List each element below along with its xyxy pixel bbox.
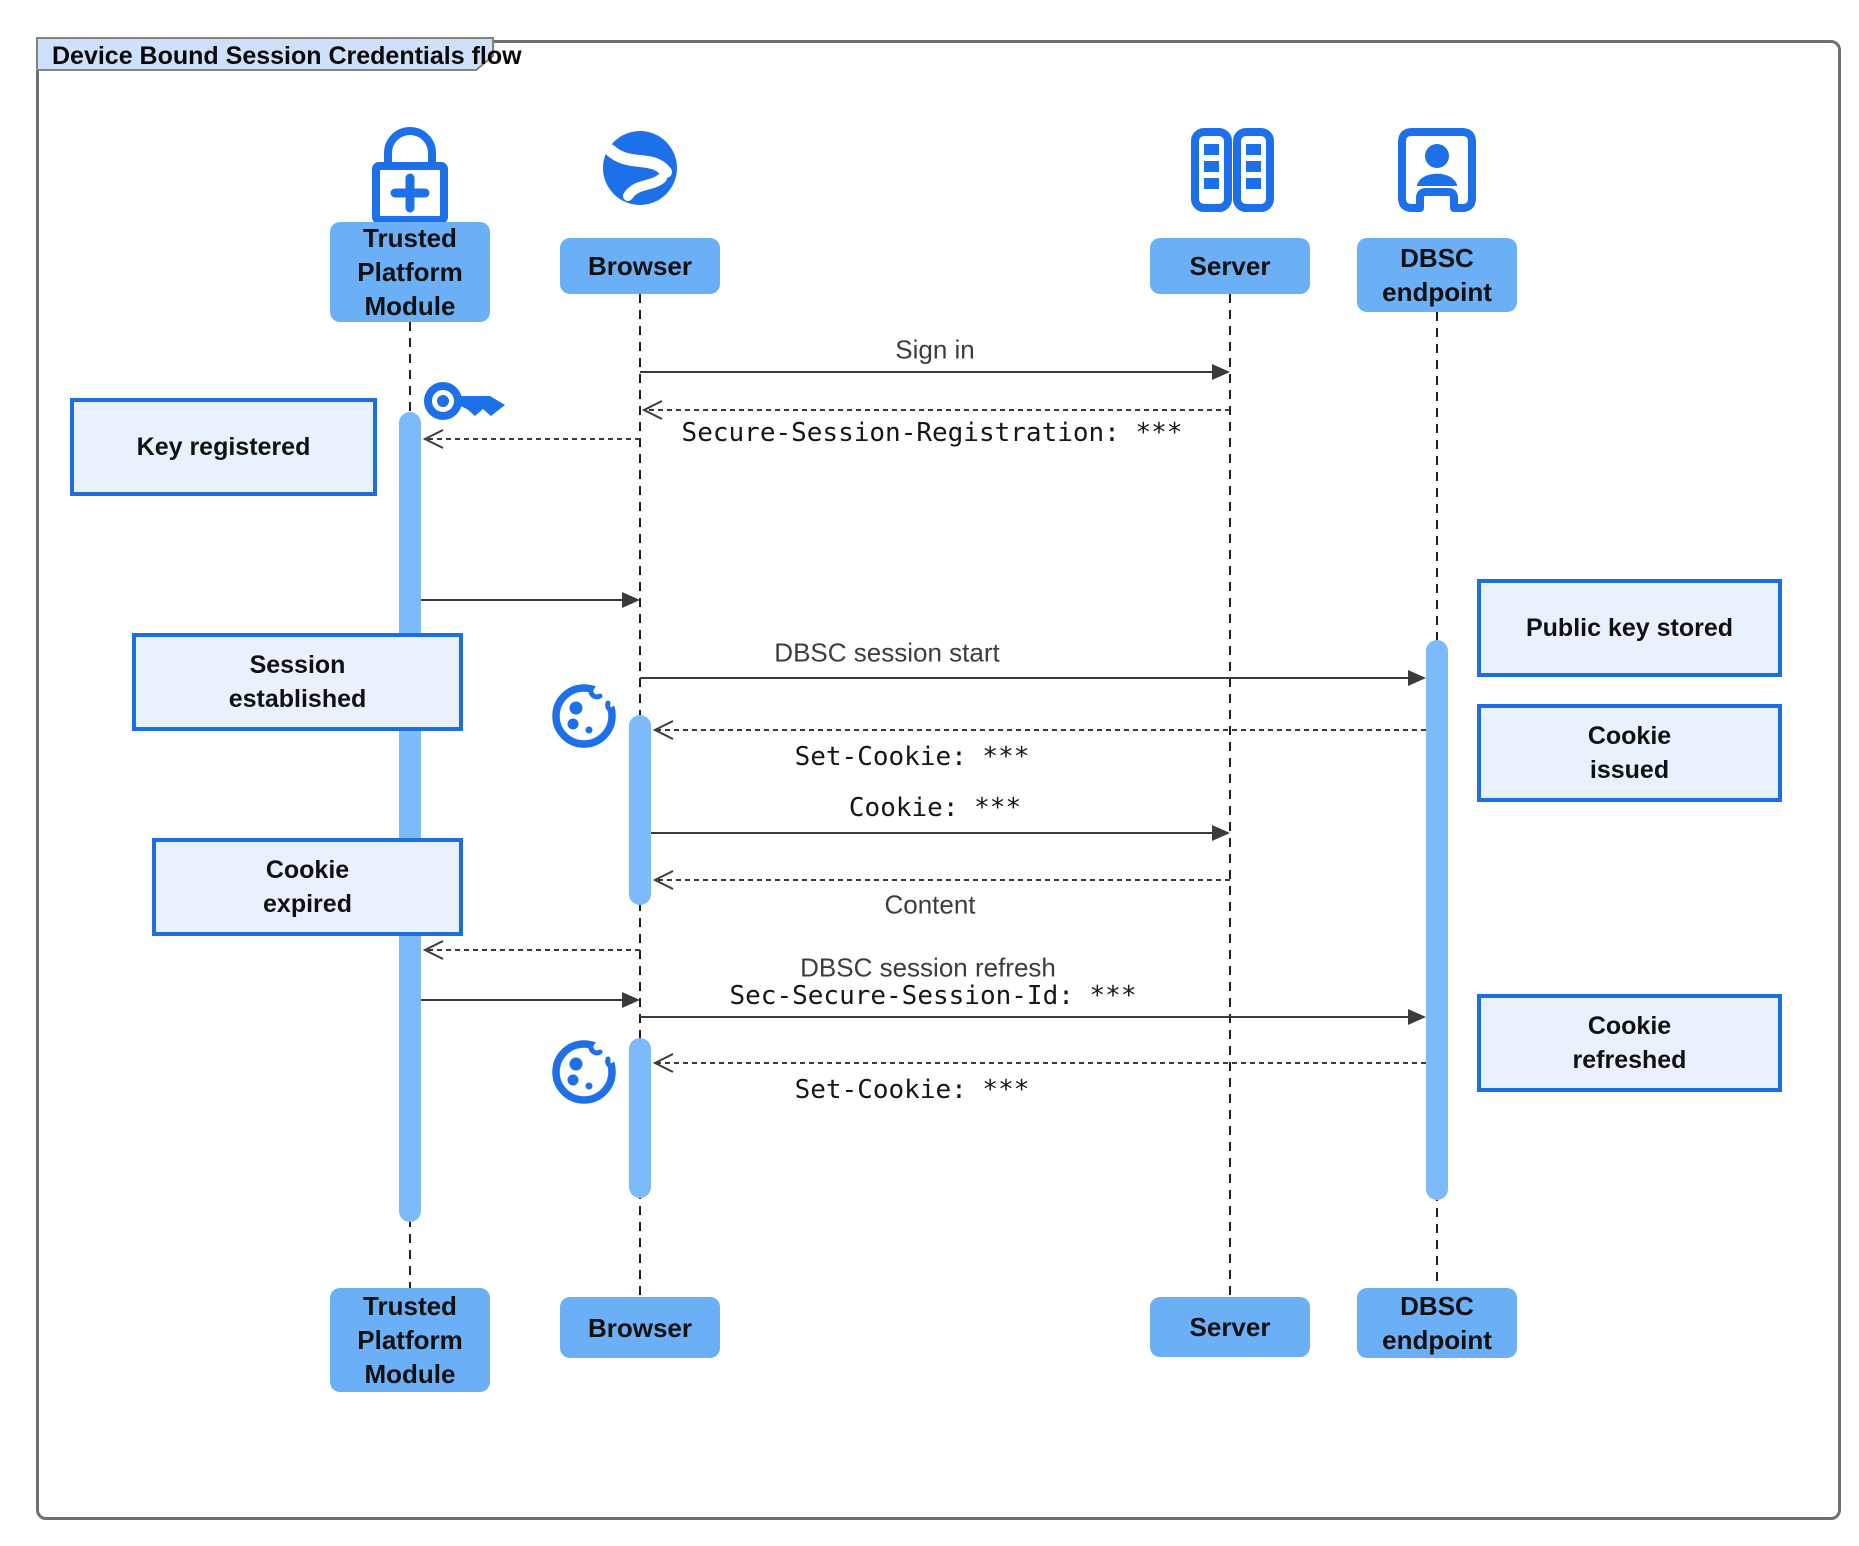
- arrow-tpm-to-browser-key: [421, 592, 640, 608]
- message-cookie: Cookie: ***: [848, 793, 1022, 823]
- arrow-content: [652, 870, 1230, 890]
- participant-dbsc-bottom: DBSC endpoint: [1357, 1288, 1517, 1358]
- arrow-browser-to-tpm-register: [422, 429, 640, 449]
- participant-tpm-bottom: Trusted Platform Module: [330, 1288, 490, 1392]
- arrow-set-cookie-2: [652, 1053, 1426, 1073]
- participant-server-bottom: Server: [1150, 1297, 1310, 1357]
- arrow-dbsc-session-start: [640, 670, 1426, 686]
- activation-bar-browser-1: [629, 715, 651, 905]
- note-cookie-issued: Cookie issued: [1477, 704, 1782, 802]
- participant-browser-bottom: Browser: [560, 1297, 720, 1358]
- server-icon: [1191, 128, 1274, 212]
- message-set-cookie-2: Set-Cookie: ***: [794, 1075, 1030, 1105]
- arrow-sign-in: [640, 364, 1230, 380]
- note-key-registered: Key registered: [70, 398, 377, 496]
- message-dbsc-session-refresh: DBSC session refresh: [800, 952, 1056, 983]
- title-tab: [36, 37, 494, 71]
- participant-dbsc-top: DBSC endpoint: [1357, 238, 1517, 312]
- activation-bar-tpm: [399, 412, 421, 1222]
- arrow-browser-to-tpm-refresh: [422, 940, 640, 960]
- globe-icon: [603, 131, 677, 205]
- note-public-key-stored: Public key stored: [1477, 579, 1782, 677]
- message-sign-in: Sign in: [895, 334, 975, 365]
- message-sec-secure-session-id: Sec-Secure-Session-Id: ***: [729, 981, 1137, 1011]
- arrow-dbsc-session-refresh: [640, 1009, 1426, 1025]
- participant-tpm-top: Trusted Platform Module: [330, 222, 490, 322]
- message-secure-session-registration: Secure-Session-Registration: ***: [681, 418, 1183, 448]
- cookie-icon: [552, 683, 618, 748]
- activation-bar-browser-2: [629, 1038, 651, 1198]
- arrow-cookie: [651, 825, 1230, 841]
- cookie-icon: [552, 1039, 618, 1104]
- arrow-set-cookie-1: [652, 720, 1426, 740]
- message-content: Content: [884, 889, 976, 920]
- lock-icon: [372, 127, 448, 224]
- note-session-established: Session established: [132, 633, 463, 731]
- endpoint-person-icon: [1398, 128, 1476, 212]
- key-icon: [424, 382, 505, 420]
- participant-browser-top: Browser: [560, 238, 720, 294]
- activation-bar-dbsc: [1426, 640, 1448, 1200]
- diagram-frame: [36, 40, 1841, 1520]
- participant-server-top: Server: [1150, 238, 1310, 294]
- note-cookie-refreshed: Cookie refreshed: [1477, 994, 1782, 1092]
- message-set-cookie-1: Set-Cookie: ***: [794, 742, 1030, 772]
- note-cookie-expired: Cookie expired: [152, 838, 463, 936]
- diagram-title: Device Bound Session Credentials flow: [52, 41, 522, 70]
- message-dbsc-session-start: DBSC session start: [774, 637, 1000, 668]
- arrow-tpm-to-browser-refresh: [421, 992, 640, 1008]
- arrow-secure-session-registration: [641, 400, 1230, 420]
